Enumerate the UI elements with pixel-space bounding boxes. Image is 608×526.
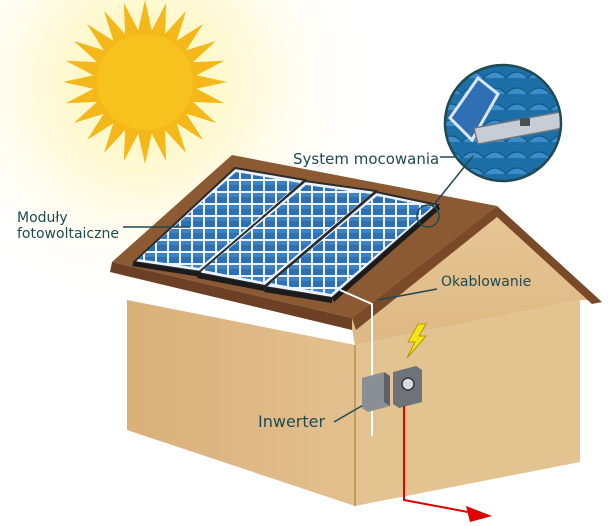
pv-panel-3-cells xyxy=(270,196,432,294)
house-front-wall xyxy=(127,300,355,506)
mounting-leader-line xyxy=(431,155,474,208)
inset-panel xyxy=(448,75,500,143)
pv-modules xyxy=(131,166,441,303)
pv-frame-side xyxy=(332,205,440,302)
pv-modules-label: Moduły fotowoltaiczne xyxy=(17,210,119,242)
pv-frame-edge-2 xyxy=(197,273,265,291)
pv-frame-edge-1 xyxy=(132,262,201,277)
inset-rail xyxy=(473,111,561,145)
house-gable xyxy=(350,206,590,345)
lightning-bolt-icon xyxy=(406,323,428,359)
inset-bolt xyxy=(520,118,530,126)
cabling-label: Okablowanie xyxy=(441,274,532,290)
mounting-system-label: System mocowania xyxy=(293,150,440,168)
mounting-system-inset xyxy=(443,63,563,183)
inset-circle xyxy=(443,63,563,183)
electric-meter xyxy=(393,366,422,408)
grid-connection-line xyxy=(403,406,469,513)
roof-gable-edge xyxy=(352,206,602,330)
inverter xyxy=(362,372,390,412)
sun-icon xyxy=(63,0,227,164)
ground-arrow-icon xyxy=(466,506,492,522)
pv-panel-1-cells xyxy=(138,172,300,268)
inverter-box xyxy=(362,372,390,412)
sun-disc xyxy=(97,34,193,130)
inverter-box-side xyxy=(384,372,390,406)
roof-eave xyxy=(110,262,352,330)
pv-frame-edge-3 xyxy=(264,287,332,303)
inverter-label: Inwerter xyxy=(258,412,326,431)
meter-dial xyxy=(401,377,415,391)
mounting-point-marker xyxy=(416,204,440,228)
pv-panel-2-cells xyxy=(203,185,371,282)
pv-modules-label-line1: Moduły xyxy=(17,210,68,226)
pv-modules-label-line2: fotowoltaiczne xyxy=(17,226,119,242)
cabling-leader-line xyxy=(377,288,438,301)
